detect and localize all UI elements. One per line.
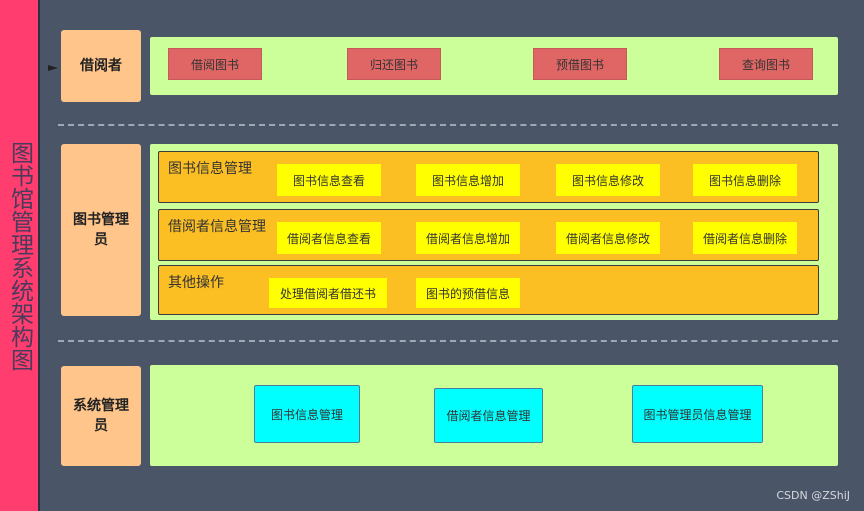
section-borrower-info: 借阅者信息管理 借阅者信息查看 借阅者信息增加 借阅者信息修改 借阅者信息删除	[158, 209, 819, 261]
borrower-panel: 借阅图书 归还图书 预借图书 查询图书	[150, 37, 838, 95]
librarian-item: 图书信息删除	[693, 164, 797, 196]
admin-module: 借阅者信息管理	[434, 388, 543, 443]
librarian-item: 借阅者信息增加	[416, 222, 520, 254]
librarian-item: 借阅者信息删除	[693, 222, 797, 254]
role-librarian: 图书管理员	[61, 144, 141, 316]
divider-dashed	[58, 124, 838, 126]
divider-dashed	[58, 340, 838, 342]
borrower-action: 预借图书	[533, 48, 627, 80]
section-title: 图书信息管理	[168, 161, 252, 177]
section-other-ops: 其他操作 处理借阅者借还书 图书的预借信息	[158, 265, 819, 315]
role-borrower-label: 借阅者	[80, 58, 122, 74]
librarian-item: 图书的预借信息	[416, 278, 520, 308]
borrower-action: 查询图书	[719, 48, 813, 80]
admin-module: 图书信息管理	[254, 385, 360, 443]
role-borrower: 借阅者	[61, 30, 141, 102]
librarian-item: 借阅者信息修改	[556, 222, 660, 254]
section-title: 其他操作	[168, 275, 224, 291]
librarian-item: 图书信息增加	[416, 164, 520, 196]
role-sysadmin-label: 系统管理员	[73, 398, 129, 434]
librarian-item: 借阅者信息查看	[277, 222, 381, 254]
librarian-panel: 图书信息管理 图书信息查看 图书信息增加 图书信息修改 图书信息删除 借阅者信息…	[150, 144, 838, 320]
watermark: CSDN @ZShiJ	[776, 489, 850, 502]
section-book-info: 图书信息管理 图书信息查看 图书信息增加 图书信息修改 图书信息删除	[158, 151, 819, 203]
role-sysadmin: 系统管理员	[61, 366, 141, 466]
section-title: 借阅者信息管理	[168, 219, 266, 235]
admin-module: 图书管理员信息管理	[632, 385, 763, 443]
borrower-action: 借阅图书	[168, 48, 262, 80]
diagram-title: 图书馆管理系统架构图	[6, 140, 33, 371]
sysadmin-panel: 图书信息管理 借阅者信息管理 图书管理员信息管理	[150, 365, 838, 466]
diagram-title-bar: 图书馆管理系统架构图	[0, 0, 38, 511]
role-librarian-label: 图书管理员	[73, 212, 129, 248]
title-divider	[38, 0, 40, 511]
librarian-item: 图书信息查看	[277, 164, 381, 196]
arrow-icon	[48, 65, 58, 71]
librarian-item: 处理借阅者借还书	[269, 278, 387, 308]
borrower-action: 归还图书	[347, 48, 441, 80]
librarian-item: 图书信息修改	[556, 164, 660, 196]
